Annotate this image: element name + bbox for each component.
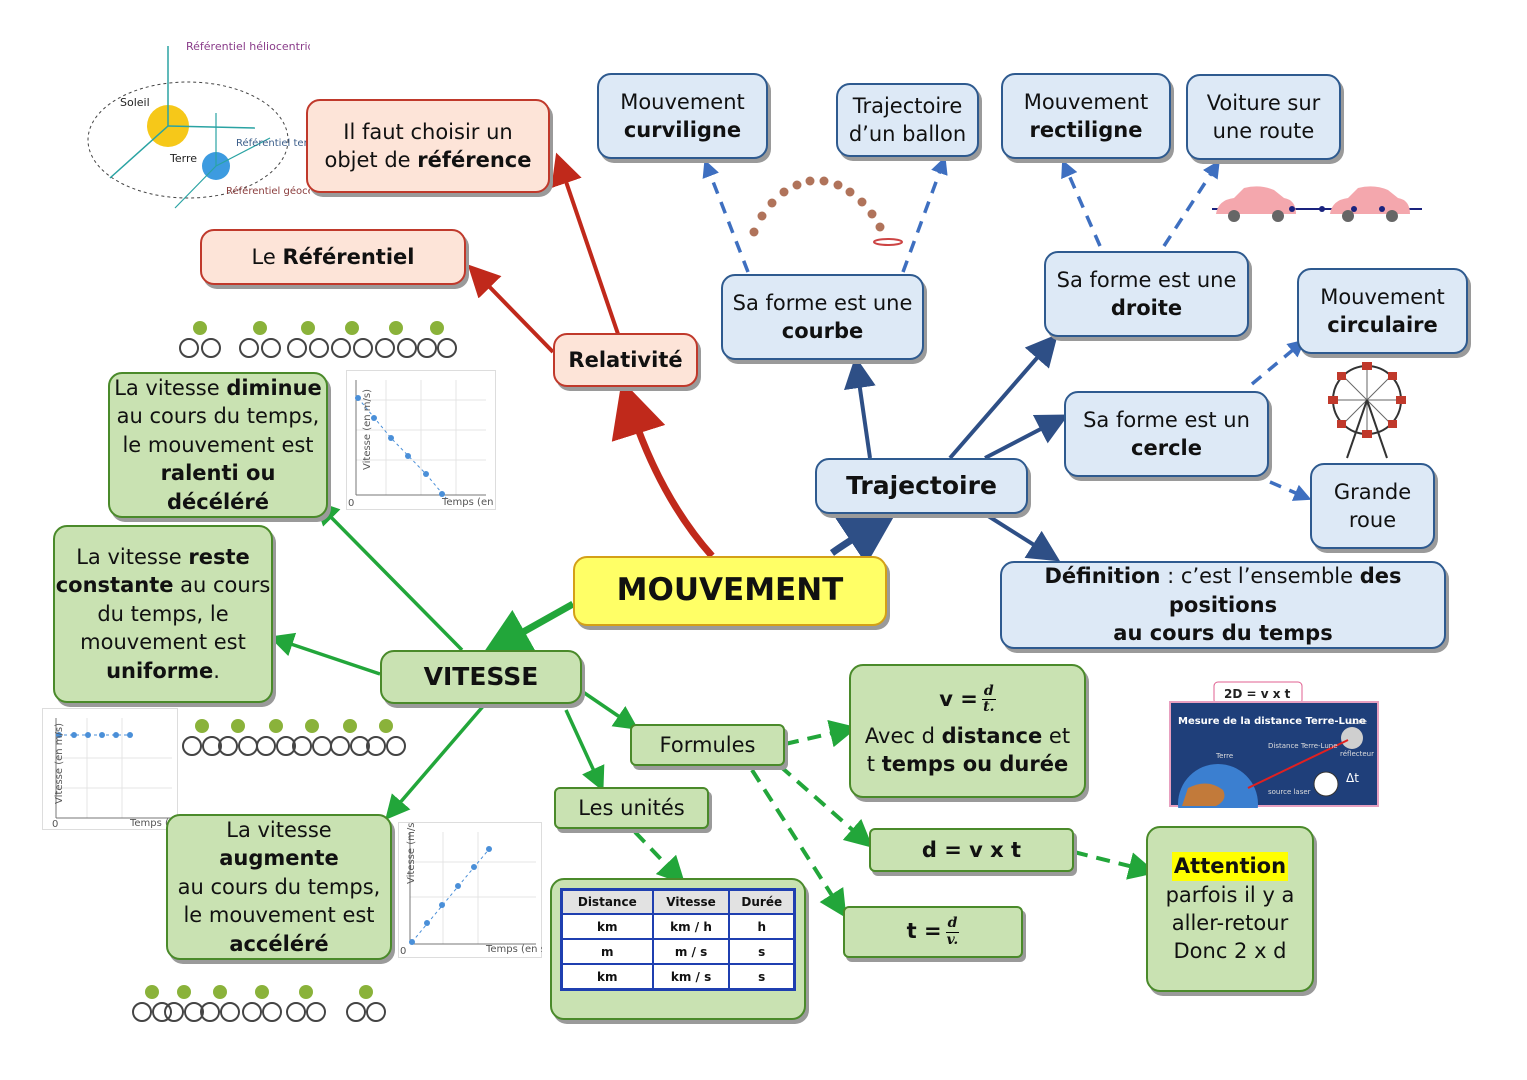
svg-text:0: 0 (400, 946, 406, 957)
node-unites: Les unités (554, 787, 709, 829)
referentiel-illustration: Référentiel héliocentrique Soleil Terre … (87, 40, 310, 209)
units-header: Vitesse (651, 888, 731, 915)
node-formules: Formules (630, 724, 785, 766)
node-vitesse: VITESSE (380, 650, 582, 704)
node-vitesse-reste: La vitesse reste constante au cours du t… (53, 525, 273, 703)
connector-trajectoire-definition (983, 512, 1061, 562)
svg-text:réflecteur: réflecteur (1340, 750, 1374, 758)
svg-text:Temps (en s): Temps (en s) (129, 818, 178, 829)
connector-trajectoire-courbe (844, 356, 876, 459)
node-vitesse-augmente: La vitesse augmente au cours du temps, l… (166, 814, 392, 960)
svg-text:Référentiel héliocentrique: Référentiel héliocentrique (186, 40, 310, 53)
svg-text:2D = v x t: 2D = v x t (1224, 687, 1291, 701)
svg-text:Référentiel géocentrique: Référentiel géocentrique (226, 185, 310, 197)
connector-trajectoire-cercle (984, 414, 1069, 460)
cyclists-icon (132, 985, 386, 1022)
node-vitesse-diminue: La vitesse diminue au cours du temps, le… (108, 372, 328, 518)
central-node-label: MOUVEMENT (616, 572, 844, 609)
svg-text:Lune: Lune (1350, 718, 1367, 726)
svg-text:Mesure de la distance Terre-Lu: Mesure de la distance Terre-Lune (1178, 716, 1366, 727)
svg-text:Temps (en s): Temps (en s) (441, 497, 496, 508)
node-objet-reference: Il faut choisir un objet de référence (306, 99, 550, 193)
svg-text:0: 0 (52, 819, 58, 830)
cyclists-icon (179, 321, 457, 358)
node-trajectoire: Trajectoire (815, 458, 1028, 514)
node-attention: Attention parfois il y a aller-retour Do… (1146, 826, 1314, 992)
connector-mouvement-vitesse (481, 600, 575, 656)
connector-mouvement-relativite (611, 379, 715, 559)
svg-text:0: 0 (348, 498, 354, 509)
graph-accelere: 0 Temps (en s) Vitesse (m/s) (398, 822, 542, 958)
svg-text:Terre: Terre (169, 152, 197, 165)
svg-text:Vitesse (en m/s): Vitesse (en m/s) (54, 723, 65, 804)
graph-uniforme: 0 Temps (en s) Vitesse (en m/s) (42, 708, 178, 830)
connector-relativite-objet (551, 152, 620, 335)
svg-text:Temps (en s): Temps (en s) (485, 944, 542, 955)
node-relativite: Relativité (553, 333, 698, 387)
units-header: Durée (728, 888, 796, 915)
voiture-icon (1212, 186, 1422, 222)
svg-text:Δt: Δt (1346, 771, 1359, 785)
graph-decelere: 0 Temps (en s) Vitesse (en m/s) (346, 370, 496, 510)
svg-text:source laser: source laser (1268, 788, 1311, 796)
attention-label: Attention (1171, 852, 1289, 881)
svg-text:Soleil: Soleil (120, 96, 150, 109)
connector-trajectoire-droite (948, 333, 1058, 460)
node-referentiel: Le Référentiel (200, 229, 466, 285)
node-definition: Définition : c’est l’ensemble des positi… (1000, 561, 1446, 649)
ballon-icon (749, 176, 903, 246)
svg-text:Vitesse (en m/s): Vitesse (en m/s) (362, 389, 373, 470)
cyclists-icon (182, 719, 406, 756)
grande-roue-icon (1328, 362, 1406, 459)
connector-mouvement-trajectoire (829, 510, 898, 565)
central-node-mouvement: MOUVEMENT (573, 556, 887, 626)
node-formule-d: d = v x t (869, 828, 1074, 872)
units-header: Distance (560, 888, 654, 915)
connector-relativite-referentiel (467, 264, 555, 354)
svg-text:Référentiel terrestre: Référentiel terrestre (236, 137, 310, 149)
laser-terre-lune-illustration: 2D = v x t Mesure de la distance Terre-L… (1169, 681, 1379, 808)
svg-text:Terre: Terre (1215, 752, 1233, 760)
svg-text:Distance Terre-Lune: Distance Terre-Lune (1268, 742, 1338, 750)
svg-text:Vitesse (m/s): Vitesse (m/s) (406, 822, 417, 884)
